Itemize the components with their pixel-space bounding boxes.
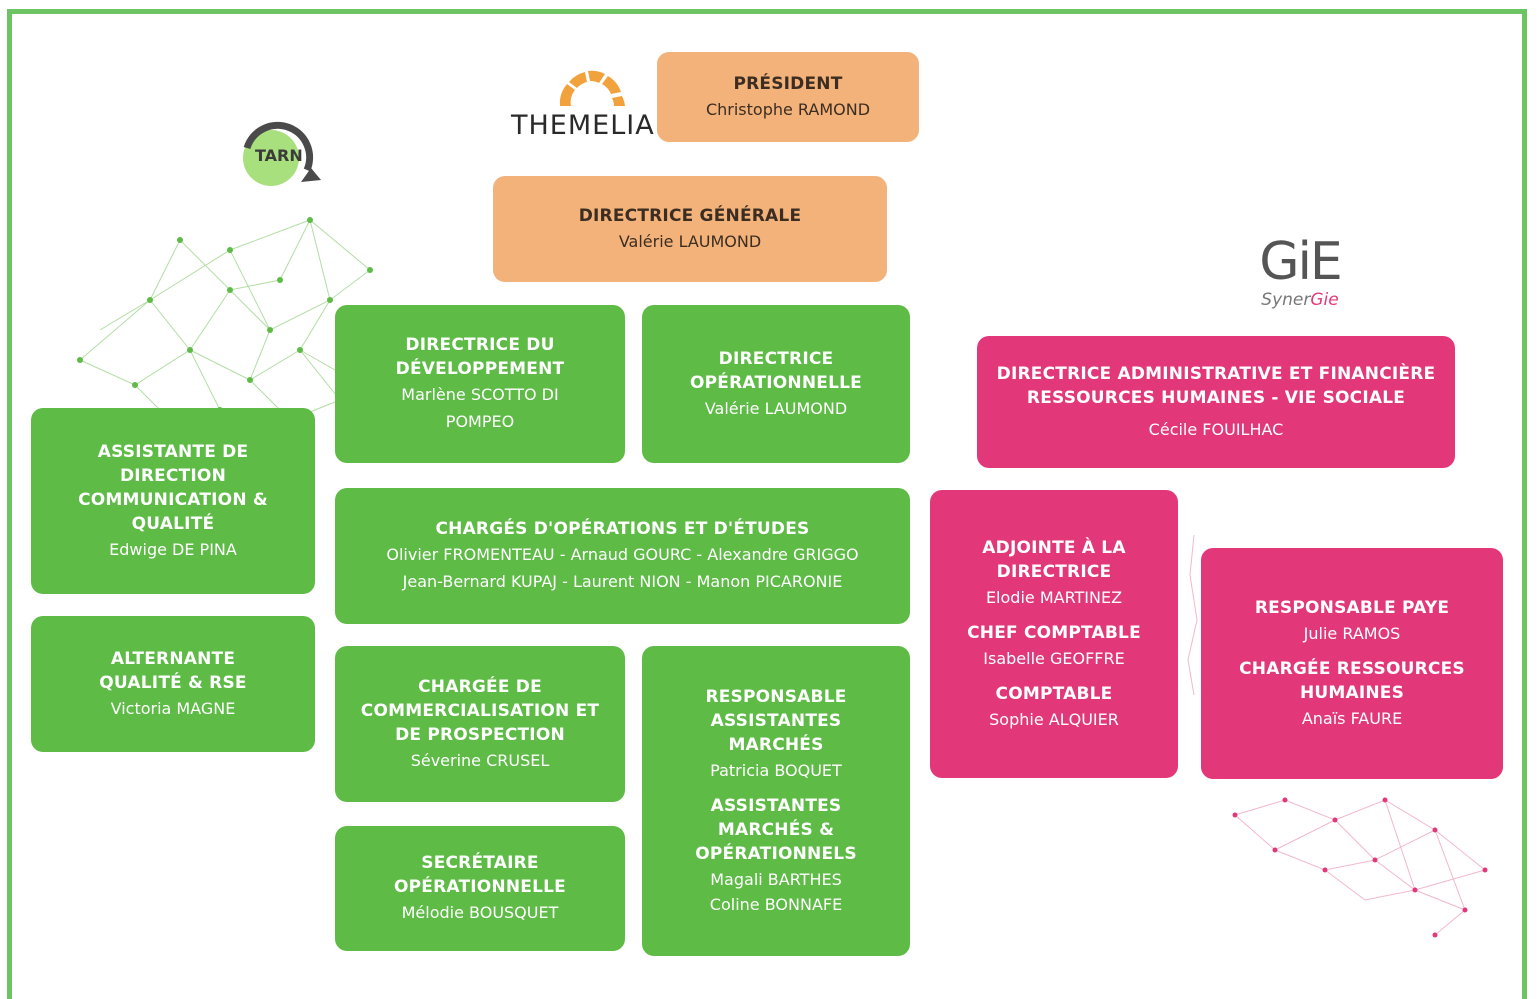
- adjointe-comptabilite-box: ADJOINTE À LA DIRECTRICE Elodie MARTINEZ…: [930, 490, 1178, 778]
- ops-name: Valérie LAUMOND: [704, 398, 848, 418]
- responsable-paye-box: RESPONSABLE PAYE Julie RAMOS CHARGÉE RES…: [1201, 548, 1503, 779]
- alternante-box: ALTERNANTE QUALITÉ & RSE Victoria MAGNE: [31, 616, 315, 752]
- daf-title2: RESSOURCES HUMAINES - VIE SOCIALE: [1026, 387, 1406, 408]
- paye-title2: CHARGÉE RESSOURCES HUMAINES: [1239, 658, 1465, 703]
- adjointe-name3: Sophie ALQUIER: [989, 709, 1119, 729]
- themelia-logo-text: THEMELIA: [511, 110, 655, 141]
- secretaire-operationnelle-box: SECRÉTAIRE OPÉRATIONNELLE Mélodie BOUSQU…: [335, 826, 625, 951]
- chargee-commercialisation-box: CHARGÉE DE COMMERCIALISATION ET DE PROSP…: [335, 646, 625, 802]
- tarn-logo: TARN: [225, 118, 335, 198]
- adjointe-title2: CHEF COMPTABLE: [967, 622, 1141, 643]
- dev-title: DIRECTRICE DU DÉVELOPPEMENT: [395, 335, 565, 379]
- assistante-direction-box: ASSISTANTE DE DIRECTION COMMUNICATION & …: [31, 408, 315, 594]
- president-title: PRÉSIDENT: [733, 73, 843, 94]
- president-name: Christophe RAMOND: [705, 99, 871, 119]
- marches-title1: RESPONSABLE ASSISTANTES MARCHÉS: [705, 686, 847, 755]
- assistantes-marches-box: RESPONSABLE ASSISTANTES MARCHÉS Patricia…: [642, 646, 910, 956]
- secretaire-title: SECRÉTAIRE OPÉRATIONNELLE: [394, 853, 566, 897]
- dg-name: Valérie LAUMOND: [618, 231, 762, 251]
- dg-title: DIRECTRICE GÉNÉRALE: [578, 205, 802, 226]
- assistant-title: ASSISTANTE DE DIRECTION COMMUNICATION & …: [78, 441, 268, 534]
- daf-title1: DIRECTRICE ADMINISTRATIVE ET FINANCIÈRE: [996, 363, 1436, 384]
- paye-name1: Julie RAMOS: [1303, 623, 1401, 643]
- assistant-name: Edwige DE PINA: [109, 539, 237, 559]
- gie-logo-subtitle-part2: Gie: [1310, 290, 1339, 310]
- pink-network-decoration: [1232, 797, 1488, 938]
- ops-title: DIRECTRICE OPÉRATIONNELLE: [690, 348, 862, 393]
- paye-title1: RESPONSABLE PAYE: [1254, 597, 1450, 618]
- secretaire-name: Mélodie BOUSQUET: [401, 903, 559, 922]
- directrice-generale-box: DIRECTRICE GÉNÉRALE Valérie LAUMOND: [493, 176, 887, 282]
- gie-synergie-logo: GiE SynerGie: [1245, 232, 1355, 327]
- charges-title: CHARGÉS D'OPÉRATIONS ET D'ÉTUDES: [435, 519, 810, 539]
- directrice-operationnelle-box: DIRECTRICE OPÉRATIONNELLE Valérie LAUMON…: [642, 305, 910, 463]
- dev-name: Marlène SCOTTO DI POMPEO: [401, 385, 559, 431]
- gie-logo-subtitle: SynerGie: [1245, 290, 1355, 310]
- pink-connector-decoration: [1187, 534, 1198, 696]
- directrice-developpement-box: DIRECTRICE DU DÉVELOPPEMENT Marlène SCOT…: [335, 305, 625, 463]
- marches-name2b: Coline BONNAFE: [709, 894, 843, 914]
- charges-line2: Jean-Bernard KUPAJ - Laurent NION - Mano…: [402, 572, 843, 591]
- alternante-title: ALTERNANTE QUALITÉ & RSE: [99, 648, 247, 693]
- charges-line1: Olivier FROMENTEAU - Arnaud GOURC - Alex…: [386, 545, 859, 564]
- adjointe-title1: ADJOINTE À LA DIRECTRICE: [982, 537, 1126, 582]
- president-box: PRÉSIDENT Christophe RAMOND: [657, 52, 919, 142]
- tarn-logo-text: TARN: [255, 146, 303, 165]
- commercial-name: Séverine CRUSEL: [410, 750, 550, 770]
- marches-title2: ASSISTANTES MARCHÉS & OPÉRATIONNELS: [695, 795, 857, 864]
- adjointe-name1: Elodie MARTINEZ: [985, 587, 1123, 607]
- marches-name2a: Magali BARTHES: [710, 869, 842, 889]
- themelia-logo: THEMELIA: [505, 62, 655, 142]
- gie-logo-text: GiE: [1259, 232, 1343, 292]
- directrice-administrative-box: DIRECTRICE ADMINISTRATIVE ET FINANCIÈRE …: [977, 336, 1455, 468]
- adjointe-title3: COMPTABLE: [995, 683, 1113, 704]
- alternante-name: Victoria MAGNE: [110, 698, 236, 718]
- commercial-title: CHARGÉE DE COMMERCIALISATION ET DE PROSP…: [360, 676, 600, 745]
- paye-name2: Anaïs FAURE: [1301, 708, 1403, 728]
- gie-logo-subtitle-part1: Syner: [1261, 290, 1311, 310]
- marches-name1: Patricia BOQUET: [710, 760, 842, 780]
- daf-name: Cécile FOUILHAC: [1148, 419, 1284, 439]
- charges-operations-box: CHARGÉS D'OPÉRATIONS ET D'ÉTUDES Olivier…: [335, 488, 910, 624]
- adjointe-name2: Isabelle GEOFFRE: [983, 648, 1125, 668]
